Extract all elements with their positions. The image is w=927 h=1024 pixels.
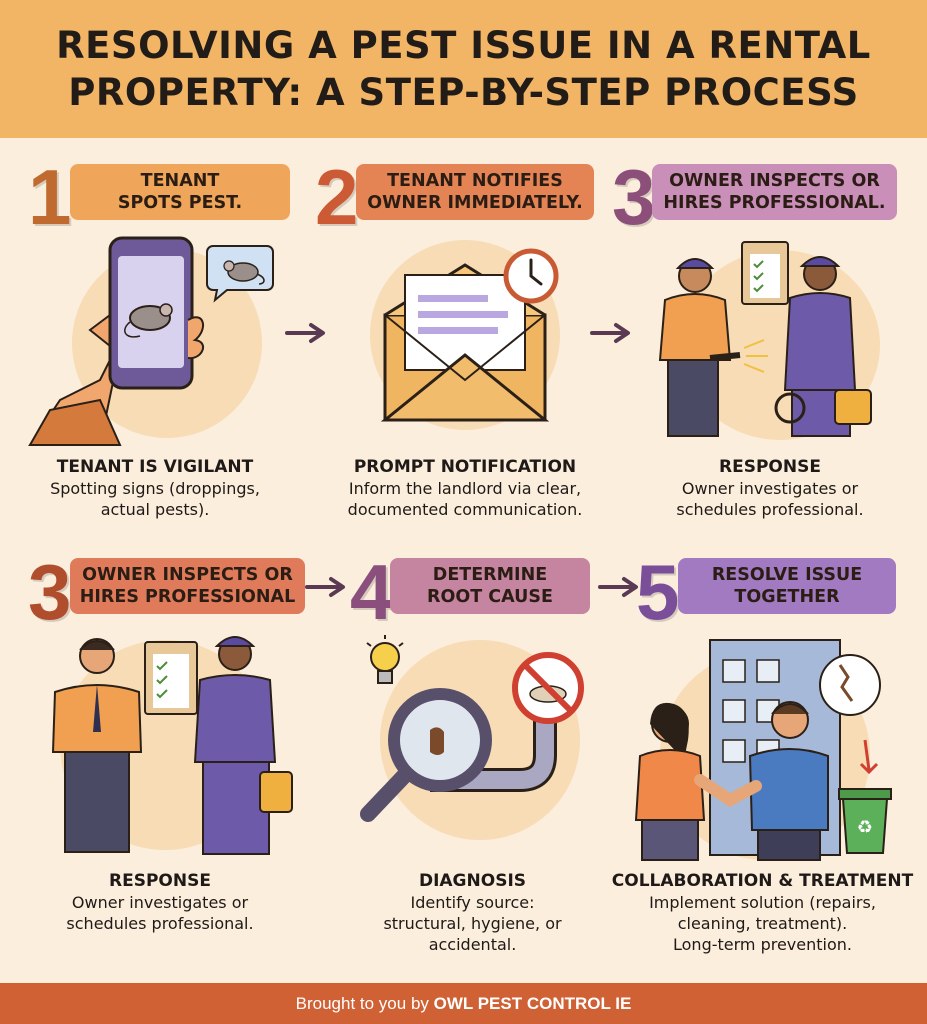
title-line-2: PROPERTY: A STEP-BY-STEP PROCESS: [68, 71, 859, 114]
banner-line: SPOTS PEST.: [117, 193, 243, 213]
caption-title: COLLABORATION & TREATMENT: [611, 871, 914, 891]
step-caption: DIAGNOSIS Identify source: structural, h…: [340, 870, 605, 955]
banner-line: ROOT CAUSE: [427, 587, 553, 607]
step-number: 3: [612, 153, 656, 241]
clock-icon: [503, 248, 559, 304]
arrow-right-icon: [305, 577, 345, 597]
rat-icon: [206, 245, 274, 303]
banner-line: HIRES PROFESSIONAL: [79, 587, 296, 607]
caption-text: schedules professional.: [676, 500, 864, 519]
banner-line: RESOLVE ISSUE: [711, 565, 863, 585]
banner-line: TENANT: [140, 171, 220, 191]
handshake-icon: [634, 701, 829, 861]
caption-title: DIAGNOSIS: [418, 871, 527, 891]
title-line-1: RESOLVING A PEST ISSUE IN A RENTAL: [56, 24, 871, 67]
caption-text: Spotting signs (droppings,: [50, 479, 260, 498]
arrow-right-icon: [285, 323, 325, 343]
phone-icon: [28, 236, 205, 446]
footer-brand: OWL PEST CONTROL IE: [433, 994, 632, 1013]
banner-line: DETERMINE: [432, 565, 548, 585]
arrow-right-icon: [598, 577, 638, 597]
caption-title: PROMPT NOTIFICATION: [353, 457, 577, 477]
step-number: 3: [28, 548, 72, 636]
caption-text: cleaning, treatment).: [677, 914, 848, 933]
banner-line: HIRES PROFESSIONAL.: [663, 193, 886, 213]
step-caption: TENANT IS VIGILANT Spotting signs (dropp…: [20, 456, 290, 520]
step-caption: RESPONSE Owner investigates or schedules…: [645, 456, 895, 520]
step-number: 4: [350, 548, 394, 636]
caption-text: documented communication.: [347, 500, 583, 519]
magnifier-icon: [360, 688, 557, 822]
caption-title: TENANT IS VIGILANT: [56, 457, 254, 477]
lightbulb-icon: [366, 635, 404, 684]
banner-line: OWNER INSPECTS OR: [82, 565, 293, 585]
banner-line: OWNER INSPECTS OR: [669, 171, 880, 191]
svg-text:♻: ♻: [857, 817, 873, 838]
caption-text: schedules professional.: [66, 914, 254, 933]
footer-prefix: Brought to you by: [295, 994, 434, 1013]
recycle-bin-icon: ♻: [838, 788, 892, 854]
clipboard-inspection-illustration: [51, 636, 293, 855]
caption-title: RESPONSE: [719, 457, 821, 477]
step-caption: RESPONSE Owner investigates or schedules…: [30, 870, 290, 934]
step-number: 2: [315, 153, 359, 241]
arrow-right-icon: [590, 323, 630, 343]
caption-text: Owner investigates or: [681, 479, 859, 498]
banner-line: TOGETHER: [734, 587, 840, 607]
caption-text: Inform the landlord via clear,: [348, 479, 582, 498]
caption-text: Owner investigates or: [71, 893, 249, 912]
step-number: 5: [636, 548, 680, 636]
footer-credit: Brought to you by OWL PEST CONTROL IE: [0, 983, 927, 1024]
caption-text: Implement solution (repairs,: [649, 893, 876, 912]
caption-text: structural, hygiene, or: [383, 914, 562, 933]
step-number: 1: [28, 153, 72, 241]
header-banner: RESOLVING A PEST ISSUE IN A RENTAL PROPE…: [0, 0, 927, 138]
caption-title: RESPONSE: [109, 871, 211, 891]
banner-line: TENANT NOTIFIES: [387, 171, 563, 191]
step-caption: PROMPT NOTIFICATION Inform the landlord …: [320, 456, 610, 520]
no-food-icon: [512, 652, 584, 724]
inspection-scene-illustration: [658, 241, 872, 437]
caption-text: Long-term prevention.: [673, 935, 852, 954]
caption-text: actual pests).: [100, 500, 210, 519]
caption-text: Identify source:: [410, 893, 535, 912]
banner-line: OWNER IMMEDIATELY.: [367, 193, 583, 213]
page-title: RESOLVING A PEST ISSUE IN A RENTAL PROPE…: [0, 22, 927, 116]
step-caption: COLLABORATION & TREATMENT Implement solu…: [600, 870, 925, 955]
caption-text: accidental.: [428, 935, 517, 954]
envelope-icon: [380, 263, 550, 422]
